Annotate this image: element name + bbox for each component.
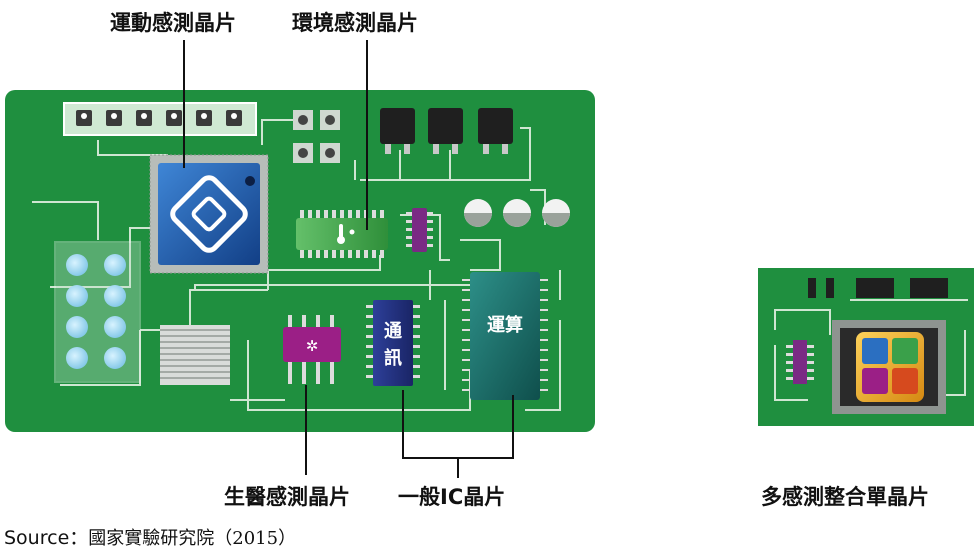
comm-chip-label-2: 訊 <box>384 347 402 369</box>
source-text: 國家實驗研究院（2015） <box>88 528 297 549</box>
led-array <box>54 241 141 383</box>
small-purple-ic <box>406 208 433 252</box>
motion-mini-icon <box>862 338 888 364</box>
label-env-chip: 環境感測晶片 <box>292 11 418 35</box>
small-pads <box>293 110 340 163</box>
source-prefix: Source： <box>4 527 89 549</box>
compute-chip-label: 運算 <box>487 314 523 336</box>
chip-diamond-icon <box>170 175 248 253</box>
env-sensor-chip <box>296 210 388 258</box>
bio-mini-icon <box>862 368 888 394</box>
bio-sensor-chip: ✲ <box>283 315 341 384</box>
comm-mini-icon <box>892 368 918 394</box>
dna-icon: ✲ <box>306 337 319 355</box>
integrated-board <box>758 268 974 426</box>
comm-chip-label-1: 通 <box>384 321 402 342</box>
env-mini-icon <box>892 338 918 364</box>
comm-chip <box>366 300 420 386</box>
label-bio-chip: 生醫感測晶片 <box>224 485 350 509</box>
transistors <box>380 108 513 154</box>
source-line: Source：國家實驗研究院（2015） <box>4 529 296 548</box>
pad-row <box>63 102 257 136</box>
compute-chip <box>462 272 548 400</box>
leader-lines <box>183 40 514 478</box>
capacitors <box>464 199 570 227</box>
motion-sensor-chip <box>149 154 269 274</box>
heatsink <box>160 325 230 385</box>
label-general-ic: 一般IC晶片 <box>398 485 506 509</box>
label-multi-chip: 多感測整合單晶片 <box>761 485 929 509</box>
thermometer-icon <box>337 224 345 244</box>
label-motion-chip: 運動感測晶片 <box>110 11 236 35</box>
